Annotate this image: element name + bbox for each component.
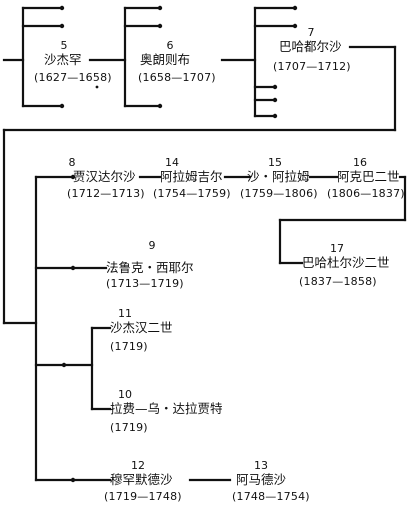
ruler-years-5: (1627—1658) xyxy=(34,71,112,84)
ruler-years-17: (1837—1858) xyxy=(299,275,377,288)
ruler-number-7: 7 xyxy=(307,26,315,39)
ruler-name-14: 阿拉姆吉尔 xyxy=(160,169,223,184)
ruler-years-11: (1719) xyxy=(110,340,148,353)
connector-lines-row2 xyxy=(2,175,407,482)
ruler-number-9: 9 xyxy=(148,239,156,252)
ruler-years-9: (1713—1719) xyxy=(106,277,184,290)
ruler-name-11: 沙杰汉二世 xyxy=(110,320,173,335)
ruler-number-11: 11 xyxy=(118,307,132,320)
connector-dots-row2 xyxy=(61,174,76,483)
connector-lines-row1 xyxy=(2,6,397,325)
ruler-name-10: 拉费—乌・达拉贾特 xyxy=(110,401,223,416)
ruler-name-15: 沙・阿拉姆 xyxy=(247,169,310,184)
ruler-number-5: 5 xyxy=(60,39,68,52)
ruler-number-14: 14 xyxy=(165,156,179,169)
ruler-name-6: 奥朗则布 xyxy=(140,52,191,67)
ruler-name-17: 巴哈杜尔沙二世 xyxy=(302,255,390,270)
ruler-name-12: 穆罕默德沙 xyxy=(110,472,173,487)
ruler-number-10: 10 xyxy=(118,388,132,401)
ruler-number-13: 13 xyxy=(254,459,268,472)
ruler-number-16: 16 xyxy=(353,156,367,169)
ruler-years-15: (1759—1806) xyxy=(240,187,318,200)
ruler-number-12: 12 xyxy=(131,459,145,472)
ruler-name-9: 法鲁克・西耶尔 xyxy=(106,260,194,275)
ruler-years-6: (1658—1707) xyxy=(138,71,216,84)
ruler-name-16: 阿克巴二世 xyxy=(337,169,400,184)
connector-dots-row1 xyxy=(59,5,298,119)
ruler-years-10: (1719) xyxy=(110,421,148,434)
ruler-years-13: (1748—1754) xyxy=(232,490,310,503)
ruler-years-14: (1754—1759) xyxy=(153,187,231,200)
ruler-name-8: 贾汉达尔沙 xyxy=(73,169,136,184)
ruler-years-8: (1712—1713) xyxy=(67,187,145,200)
ruler-name-7: 巴哈都尔沙 xyxy=(279,39,342,54)
ruler-years-16: (1806—1837) xyxy=(327,187,405,200)
ruler-number-17: 17 xyxy=(330,242,344,255)
ruler-number-8: 8 xyxy=(68,156,76,169)
ruler-years-7: (1707—1712) xyxy=(273,60,351,73)
ruler-number-6: 6 xyxy=(166,39,174,52)
ruler-years-12: (1719—1748) xyxy=(104,490,182,503)
ruler-name-5: 沙杰罕 xyxy=(44,52,82,67)
ruler-name-13: 阿马德沙 xyxy=(236,472,287,487)
ruler-number-15: 15 xyxy=(268,156,282,169)
